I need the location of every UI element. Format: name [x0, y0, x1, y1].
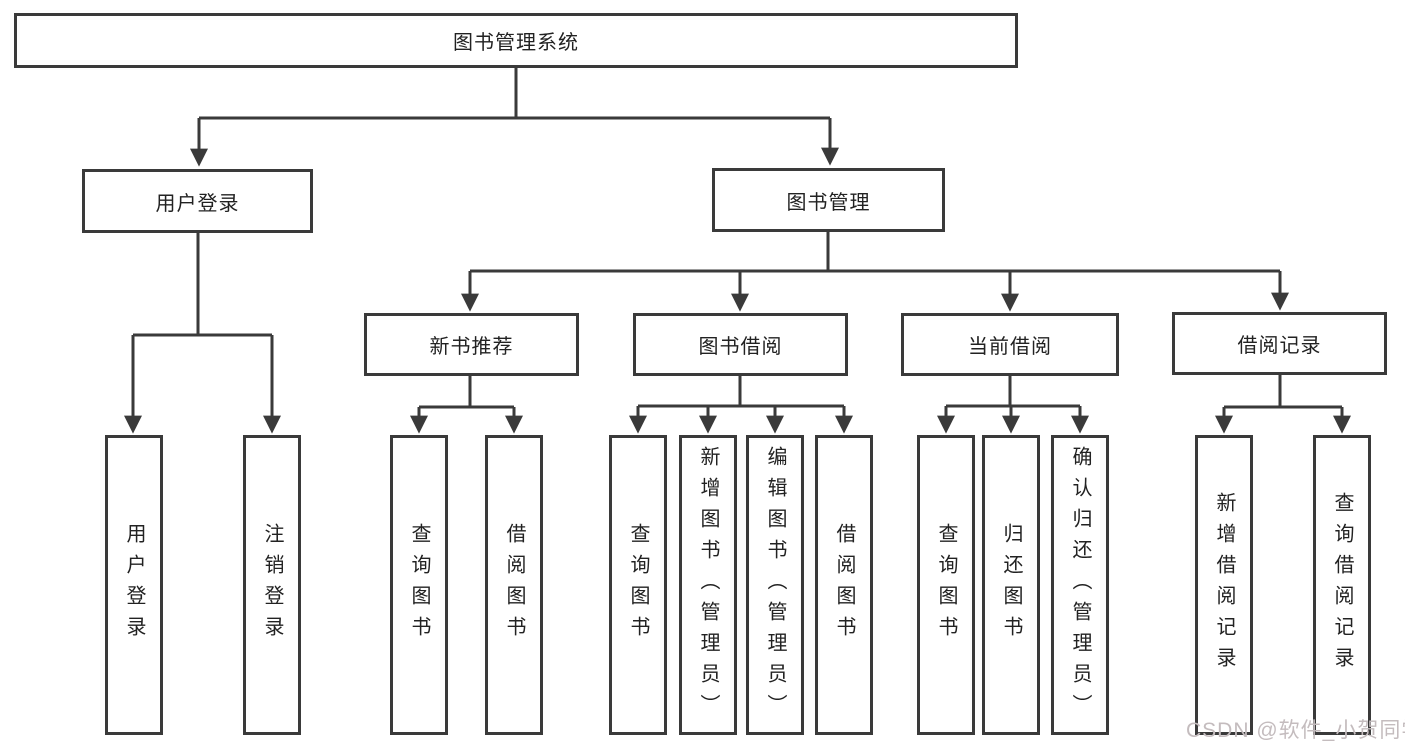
leaf-add-books-admin: 新增图书（管理员） — [679, 435, 737, 735]
leaf-query-borrowing-record: 查询借阅记录 — [1313, 435, 1371, 735]
node-new-book-recommendation: 新书推荐 — [364, 313, 579, 376]
leaf-query-books-recommend: 查询图书 — [390, 435, 448, 735]
leaf-borrow-books-recommend: 借阅图书 — [485, 435, 543, 735]
leaf-edit-books-admin: 编辑图书（管理员） — [746, 435, 804, 735]
leaf-return-books: 归还图书 — [982, 435, 1040, 735]
leaf-confirm-return-admin: 确认归还（管理员） — [1051, 435, 1109, 735]
node-borrowing-records: 借阅记录 — [1172, 312, 1387, 375]
leaf-query-books-current: 查询图书 — [917, 435, 975, 735]
leaf-add-borrowing-record: 新增借阅记录 — [1195, 435, 1253, 735]
node-root-system: 图书管理系统 — [14, 13, 1018, 68]
node-book-management: 图书管理 — [712, 168, 945, 232]
leaf-logout: 注销登录 — [243, 435, 301, 735]
node-book-borrowing: 图书借阅 — [633, 313, 848, 376]
leaf-query-books-borrowing: 查询图书 — [609, 435, 667, 735]
node-current-borrowing: 当前借阅 — [901, 313, 1119, 376]
leaf-borrow-books-borrowing: 借阅图书 — [815, 435, 873, 735]
node-user-login: 用户登录 — [82, 169, 313, 233]
leaf-user-login: 用户登录 — [105, 435, 163, 735]
csdn-watermark: CSDN @软件_小贺同学 — [1186, 719, 1405, 742]
